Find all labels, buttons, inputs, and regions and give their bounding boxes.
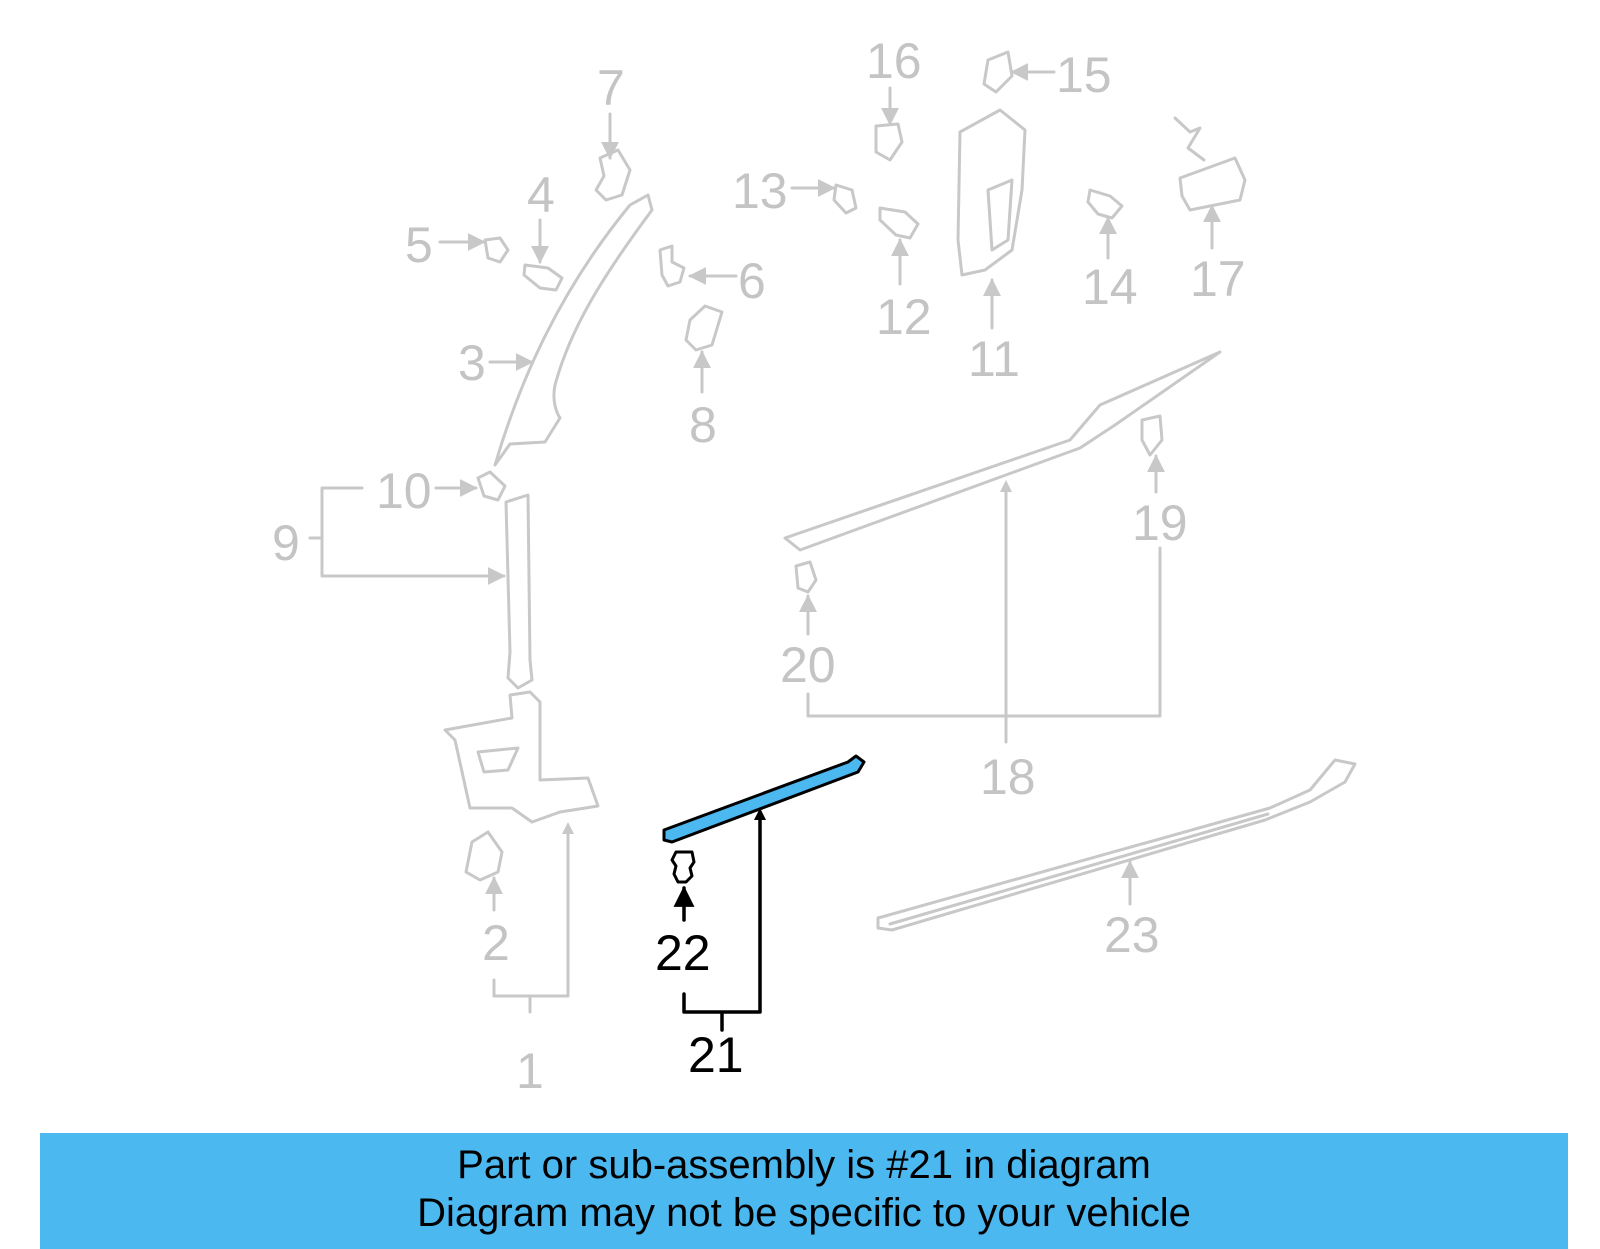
leader-18-arrow (1000, 480, 1012, 492)
part-2-clip (464, 830, 504, 882)
banner-line-2: Diagram may not be specific to your vehi… (417, 1191, 1191, 1235)
part-12-bolt (878, 206, 920, 240)
part-10-clip (476, 470, 507, 502)
callout-9: 9 (272, 515, 300, 571)
part-23-plate-edge (888, 812, 1270, 926)
part-16-clip (874, 122, 904, 162)
callout-4: 4 (527, 167, 555, 223)
part-1-panel-recess (476, 746, 520, 774)
callout-2: 2 (482, 915, 510, 971)
callout-12: 12 (876, 289, 932, 345)
callout-5: 5 (405, 217, 433, 273)
callout-1: 1 (516, 1043, 544, 1099)
callout-14: 14 (1082, 259, 1138, 315)
leader-1-arrow (562, 822, 574, 834)
leader-21-arrow (754, 808, 766, 820)
callout-22: 22 (655, 925, 711, 981)
part-6-clip (658, 244, 686, 288)
callout-6: 6 (738, 253, 766, 309)
part-9-pillar-trim (504, 493, 534, 690)
part-5-clip (483, 236, 510, 264)
callout-7: 7 (597, 60, 625, 116)
leader-9 (308, 486, 504, 576)
callout-16: 16 (866, 33, 922, 89)
part-18-sill-trim (783, 350, 1222, 552)
part-11-trim-detail (986, 178, 1014, 252)
callout-18: 18 (980, 749, 1036, 805)
part-7-bracket (594, 148, 632, 202)
part-22-clip (670, 850, 696, 884)
callout-13: 13 (732, 163, 788, 219)
leader-1 (492, 824, 570, 1014)
part-8-pad (684, 304, 724, 352)
part-23-scuff-plate (876, 758, 1357, 932)
callout-23: 23 (1104, 907, 1160, 963)
part-3-a-pillar-trim (493, 193, 654, 467)
part-13-screw (832, 183, 858, 215)
callout-17: 17 (1190, 251, 1246, 307)
part-17-bracket (1173, 116, 1206, 162)
part-17-light (1178, 156, 1247, 212)
part-15-clip (982, 50, 1014, 94)
part-1-kick-panel (443, 690, 600, 824)
callout-8: 8 (689, 397, 717, 453)
part-19-clip (1140, 414, 1164, 457)
callout-19: 19 (1132, 495, 1188, 551)
parts-diagram: 7 4 5 6 3 8 10 9 2 1 16 13 12 15 11 14 1… (272, 33, 1357, 1099)
part-4-bolt (522, 263, 564, 292)
callout-15: 15 (1056, 47, 1112, 103)
leader-21 (682, 810, 762, 1032)
banner-line-1: Part or sub-assembly is #21 in diagram (457, 1143, 1151, 1187)
part-21-sill-trim-highlighted[interactable] (662, 754, 866, 844)
callout-11: 11 (968, 331, 1020, 387)
part-20-clip (794, 560, 818, 594)
callout-20: 20 (780, 637, 836, 693)
info-banner: Part or sub-assembly is #21 in diagram D… (40, 1133, 1568, 1249)
callout-21: 21 (688, 1027, 744, 1083)
callout-10: 10 (376, 463, 432, 519)
callout-3: 3 (458, 335, 486, 391)
part-14-bolt (1086, 188, 1124, 220)
leader-18 (806, 482, 1162, 744)
